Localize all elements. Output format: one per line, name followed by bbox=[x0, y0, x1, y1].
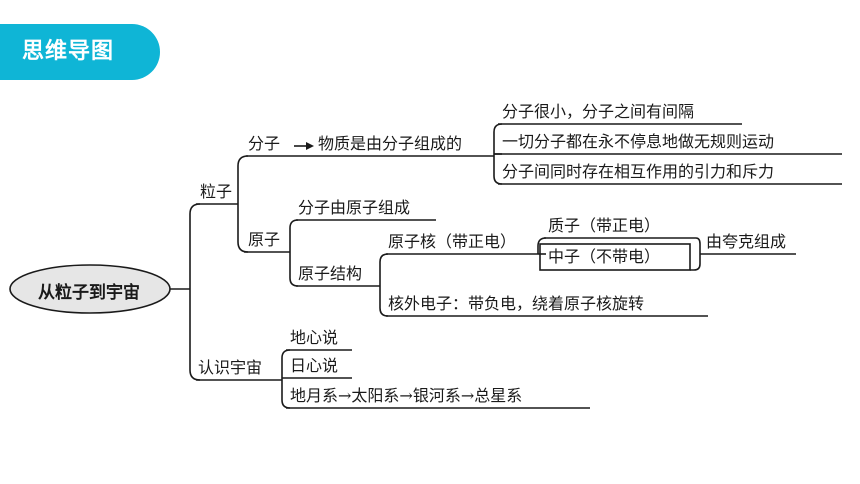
branch-yuzhou: 认识宇宙 bbox=[198, 358, 263, 377]
section-tag: 思维导图 bbox=[0, 24, 160, 80]
yuanzihe: 原子核（带正电） bbox=[388, 232, 517, 251]
yuanzi-jiegou: 原子结构 bbox=[298, 264, 363, 283]
zhizi: 质子（带正电） bbox=[548, 216, 661, 235]
zhongzi: 中子（不带电） bbox=[548, 247, 661, 266]
branch-fenzi: 分子 bbox=[248, 134, 281, 153]
root-node-label: 从粒子到宇宙 bbox=[38, 283, 140, 303]
fenzi-item: 一切分子都在永不停息地做无规则运动 bbox=[502, 132, 775, 151]
hewai: 核外电子：带负电，绕着原子核旋转 bbox=[388, 294, 645, 313]
yuanzi-zucheng: 分子由原子组成 bbox=[298, 198, 411, 217]
fenzi-item: 分子间同时存在相互作用的引力和斥力 bbox=[502, 162, 775, 181]
kuake: 由夸克组成 bbox=[706, 232, 787, 251]
fenzi-text: 物质是由分子组成的 bbox=[318, 134, 463, 153]
xitong: 地月系→太阳系→银河系→总星系 bbox=[290, 386, 523, 405]
fenzi-item: 分子很小，分子之间有间隔 bbox=[502, 102, 695, 121]
branch-lizi: 粒子 bbox=[200, 182, 233, 201]
dixin: 地心说 bbox=[290, 328, 339, 347]
neutron-box bbox=[539, 243, 691, 271]
rixin: 日心说 bbox=[290, 356, 339, 375]
branch-yuanzi: 原子 bbox=[248, 230, 281, 249]
